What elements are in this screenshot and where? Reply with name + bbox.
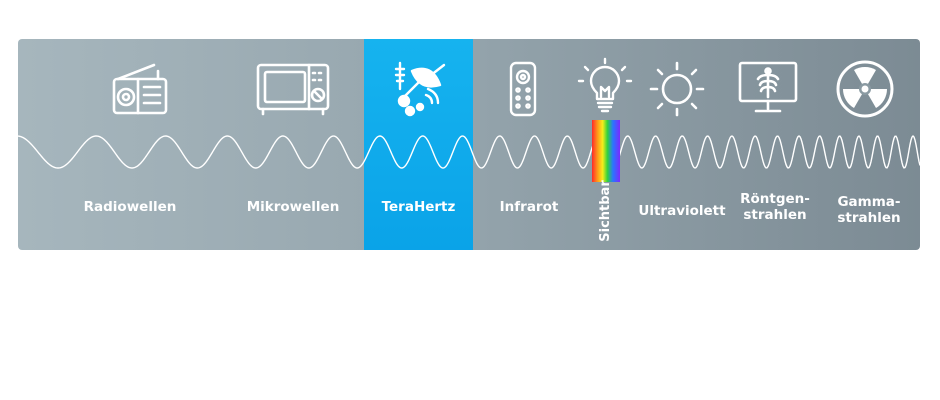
label-ultraviolett: Ultraviolett — [638, 203, 726, 219]
satellite-dish-antenna-icon — [386, 57, 450, 121]
visible-spectrum-bar — [592, 120, 620, 182]
radio-icon — [108, 57, 172, 121]
sun-icon — [645, 57, 709, 121]
label-radiowellen: Radiowellen — [83, 199, 177, 215]
light-bulb-icon — [573, 57, 637, 121]
label-infrarot: Infrarot — [499, 199, 559, 215]
radiation-icon — [833, 57, 897, 121]
label-gammastrahlen: Gamma- strahlen — [824, 194, 914, 226]
wave-line — [18, 134, 920, 169]
label-gamma-line1: Gamma- — [837, 194, 901, 210]
microwave-oven-icon — [255, 57, 331, 121]
label-terahertz: TeraHertz — [381, 199, 456, 215]
label-roentgen-line1: Röntgen- — [740, 191, 810, 207]
electromagnetic-wave — [18, 134, 920, 169]
remote-control-icon — [491, 57, 555, 121]
label-roentgenstrahlen: Röntgen- strahlen — [730, 191, 820, 223]
label-gamma-line2: strahlen — [837, 210, 901, 226]
label-roentgen-line2: strahlen — [743, 207, 807, 223]
x-ray-monitor-icon — [736, 57, 800, 121]
label-sichtbar: Sichtbar — [598, 180, 613, 242]
label-mikrowellen: Mikrowellen — [246, 199, 340, 215]
spectrum-banner: Radiowellen Mikrowellen TeraHertz Infrar… — [18, 39, 920, 250]
